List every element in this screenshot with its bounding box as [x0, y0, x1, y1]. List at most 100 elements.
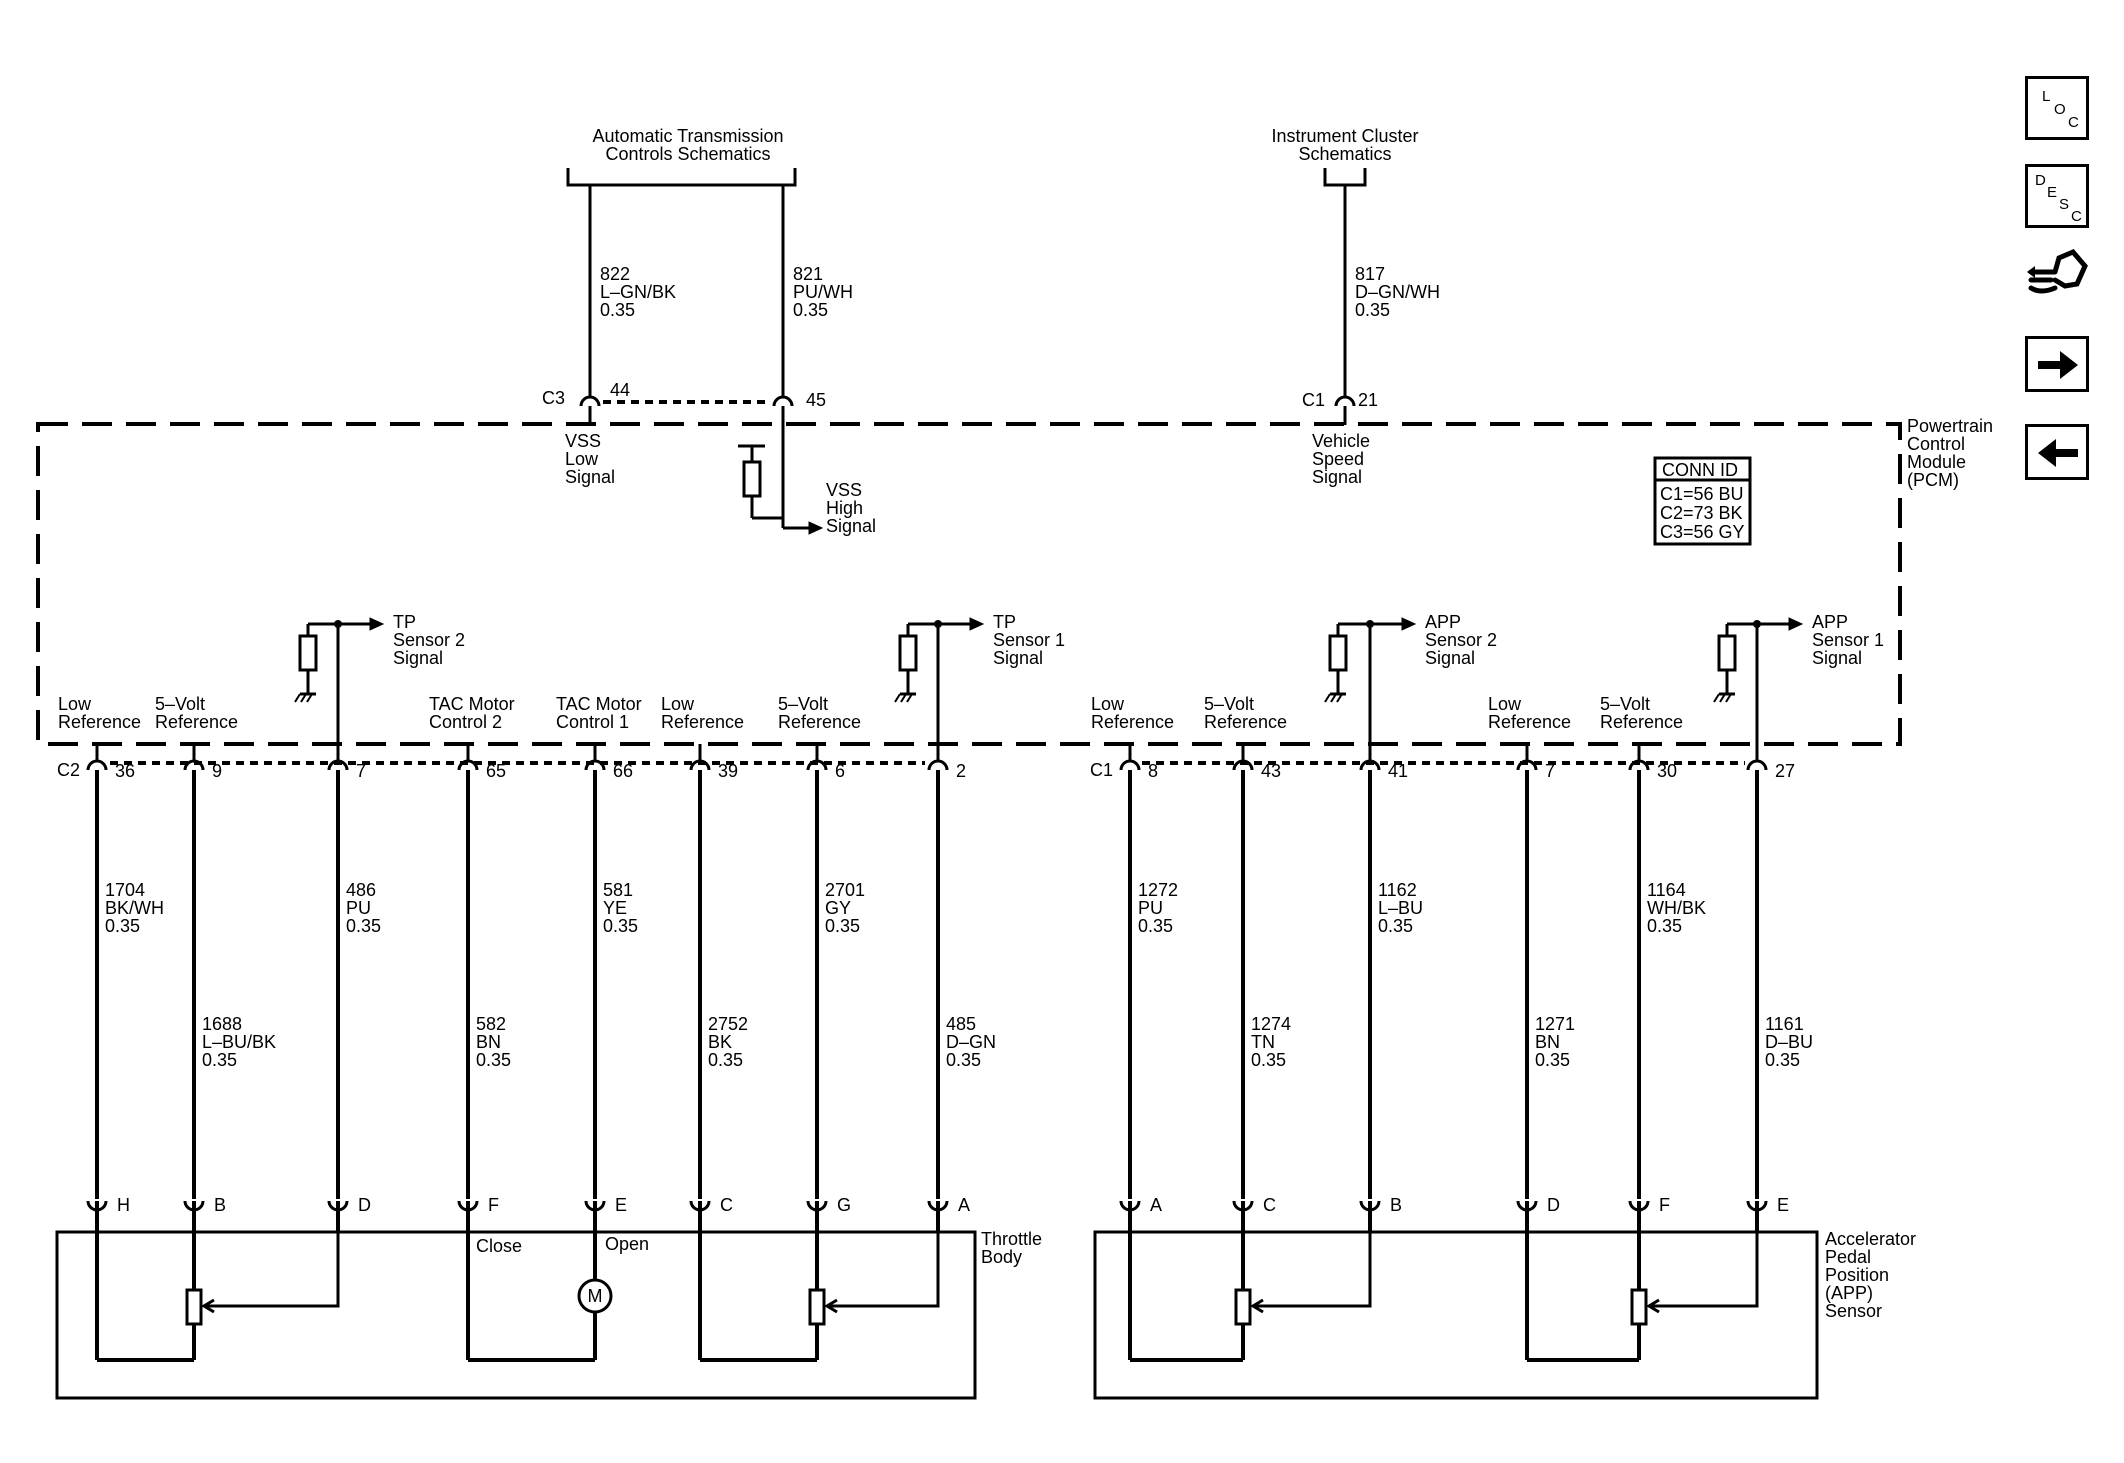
app-sensor-label: Accelerator	[1825, 1229, 1916, 1249]
wire-color: BK/WH	[105, 898, 164, 918]
vehicle-speed-label: Speed	[1312, 449, 1364, 469]
pin-number: 27	[1775, 761, 1795, 781]
svg-text:S: S	[2059, 196, 2069, 213]
pcm-pin-function-label: Control 1	[556, 712, 629, 732]
tp-sensor-1-label: Signal	[993, 648, 1043, 668]
ground-icon	[894, 693, 901, 703]
ground-icon	[1713, 693, 1720, 703]
arrow-right-icon	[2038, 351, 2078, 379]
pcm-pin-function-label: Low	[1488, 694, 1522, 714]
close-label: Close	[476, 1236, 522, 1256]
wire-color: GY	[825, 898, 851, 918]
description-button[interactable]: D E S C	[2025, 164, 2089, 228]
previous-page-button[interactable]	[2025, 424, 2089, 480]
conn-id-title: CONN ID	[1662, 460, 1738, 480]
pcm-pin-function-label: Reference	[58, 712, 141, 732]
wire-circuit-number: 1271	[1535, 1014, 1575, 1034]
svg-text:L: L	[2042, 88, 2050, 105]
resistor	[898, 634, 918, 672]
wire-circuit-number: 1161	[1765, 1014, 1804, 1034]
pcm-pin-function-label: Reference	[778, 712, 861, 732]
pcm-pin-function-label: 5–Volt	[1600, 694, 1650, 714]
wire-color: BN	[476, 1032, 501, 1052]
next-page-button[interactable]	[2025, 336, 2089, 392]
pin-number: 39	[718, 761, 738, 781]
signal-arrow	[1788, 617, 1804, 631]
wire-circuit-number: 817	[1355, 264, 1385, 284]
pcm-pin-function-label: Reference	[1488, 712, 1571, 732]
conn-id-row: C2=73 BK	[1660, 503, 1743, 523]
terminal-letter: D	[358, 1195, 371, 1215]
vehicle-speed-label: Signal	[1312, 467, 1362, 487]
resistor	[1717, 634, 1737, 672]
potentiometer	[808, 1288, 826, 1326]
wire-circuit-number: 1274	[1251, 1014, 1291, 1034]
pcm-pin-function-label: TAC Motor	[556, 694, 642, 714]
wire-gauge: 0.35	[1765, 1050, 1800, 1070]
pin-number: 2	[956, 761, 966, 781]
wire-color: PU	[1138, 898, 1163, 918]
source-label-transmission: Controls Schematics	[605, 144, 770, 164]
terminal-letter: E	[1777, 1195, 1789, 1215]
terminal-letter: F	[488, 1195, 499, 1215]
app-sensor-label: (APP)	[1825, 1283, 1873, 1303]
loc-icon: L O C	[2042, 88, 2079, 131]
wire-circuit-number: 486	[346, 880, 376, 900]
pin-number: 6	[835, 761, 845, 781]
wire-gauge: 0.35	[1535, 1050, 1570, 1070]
pcm-module-outline	[36, 422, 1902, 746]
pcm-pin-function-label: Reference	[155, 712, 238, 732]
wire-color: WH/BK	[1647, 898, 1706, 918]
ground-icon	[1719, 693, 1726, 703]
svg-text:C: C	[2068, 114, 2079, 131]
pin-number: 7	[1545, 761, 1555, 781]
wire-color: D–GN/WH	[1355, 282, 1440, 302]
connector-id: C2	[57, 760, 80, 780]
vss-high-label: Signal	[826, 516, 876, 536]
source-bracket	[1323, 168, 1367, 187]
connector-id: C3	[542, 388, 565, 408]
pcm-pin-function-label: Control 2	[429, 712, 502, 732]
resistor	[1328, 634, 1348, 672]
source-bracket	[566, 168, 797, 187]
module-label: Module	[1907, 452, 1966, 472]
wiper-wire	[828, 1232, 940, 1308]
wire-gauge: 0.35	[105, 916, 140, 936]
app-sensor-1-label: APP	[1812, 612, 1848, 632]
module-label: Control	[1907, 434, 1965, 454]
wire-gauge: 0.35	[708, 1050, 743, 1070]
potentiometer	[1630, 1288, 1648, 1326]
pcm-pin-function-label: Low	[661, 694, 695, 714]
tp-sensor-1-label: Sensor 1	[993, 630, 1065, 650]
wire-gauge: 0.35	[825, 916, 860, 936]
location-button[interactable]: L O C	[2025, 76, 2089, 140]
connector-id: C1	[1302, 390, 1325, 410]
terminal-letter: C	[1263, 1195, 1276, 1215]
wire-circuit-number: 2701	[825, 880, 865, 900]
wire-circuit-number: 1272	[1138, 880, 1178, 900]
pin-number: 9	[212, 761, 222, 781]
potentiometer	[1234, 1288, 1252, 1326]
pcm-pin-function-label: TAC Motor	[429, 694, 515, 714]
pcm-pin-function-label: Low	[58, 694, 92, 714]
wire-color: TN	[1251, 1032, 1275, 1052]
vss-high-label: High	[826, 498, 863, 518]
wire-gauge: 0.35	[793, 300, 828, 320]
connector-view-button[interactable]	[2025, 244, 2089, 300]
connector-plug-icon	[2027, 248, 2088, 294]
wire-gauge: 0.35	[600, 300, 635, 320]
ground-icon	[1330, 693, 1337, 703]
terminal-letter: B	[214, 1195, 226, 1215]
terminal-letter: F	[1659, 1195, 1670, 1215]
terminal-letter: E	[615, 1195, 627, 1215]
app-sensor-2-label: Signal	[1425, 648, 1475, 668]
motor-label: M	[588, 1286, 603, 1306]
wiper-wire	[205, 1232, 340, 1308]
ground-icon	[1324, 693, 1331, 703]
terminal-letter: G	[837, 1195, 851, 1215]
wire-circuit-number: 1688	[202, 1014, 242, 1034]
wire-color: D–BU	[1765, 1032, 1813, 1052]
pcm-pin-function-label: 5–Volt	[155, 694, 205, 714]
tp-sensor-2-label: TP	[393, 612, 416, 632]
